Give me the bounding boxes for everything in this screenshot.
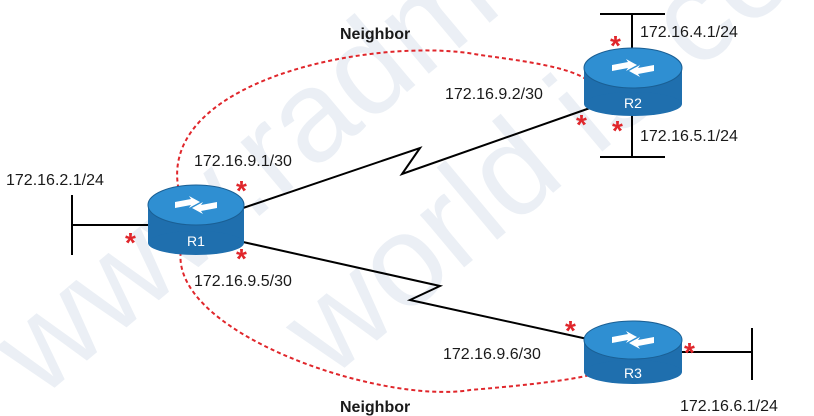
ip-label-r2-s: 172.16.9.2/30 xyxy=(445,86,543,103)
star-r1-lan: * xyxy=(125,227,136,258)
star-r1-s1: * xyxy=(236,175,247,206)
serial-link-r1-r3 xyxy=(242,241,593,341)
router-r2-label: R2 xyxy=(624,95,642,111)
star-r1-s2: * xyxy=(236,243,247,274)
neighbor-path-r1-r3 xyxy=(179,244,591,393)
router-r1: R1 xyxy=(147,184,245,255)
router-arrows-icon xyxy=(175,196,217,214)
star-r2-lan1: * xyxy=(610,30,621,61)
star-r2-lan2: * xyxy=(612,115,623,146)
ip-label-r3-s: 172.16.9.6/30 xyxy=(443,346,541,363)
neighbor-label-bottom: Neighbor xyxy=(340,399,410,416)
router-r3: R3 xyxy=(583,320,683,384)
interface-markers: * * * * * * * * xyxy=(125,30,695,368)
ip-label-r1-s1: 172.16.9.1/30 xyxy=(194,153,292,170)
serial-link-r1-r2 xyxy=(242,107,591,209)
lan-r1 xyxy=(71,195,148,255)
neighbor-label-top: Neighbor xyxy=(340,26,410,43)
neighbor-path-r1-r2 xyxy=(176,49,596,203)
ip-label-r1-lan: 172.16.2.1/24 xyxy=(6,172,104,189)
router-r3-label: R3 xyxy=(624,365,642,381)
star-r3-s: * xyxy=(565,315,576,346)
lan-r3 xyxy=(682,328,753,380)
router-r1-label: R1 xyxy=(187,233,205,249)
star-r2-s: * xyxy=(576,109,587,140)
router-arrows-icon xyxy=(612,331,654,349)
ip-label-r2-lan1: 172.16.4.1/24 xyxy=(640,24,738,41)
router-arrows-icon xyxy=(612,59,654,77)
star-r3-lan: * xyxy=(684,337,695,368)
ip-label-r3-lan: 172.16.6.1/24 xyxy=(680,398,778,415)
lan-r2-bottom xyxy=(600,112,665,158)
router-r2: R2 xyxy=(583,47,683,116)
ip-label-r1-s2: 172.16.9.5/30 xyxy=(194,273,292,290)
ip-label-r2-lan2: 172.16.5.1/24 xyxy=(640,128,738,145)
